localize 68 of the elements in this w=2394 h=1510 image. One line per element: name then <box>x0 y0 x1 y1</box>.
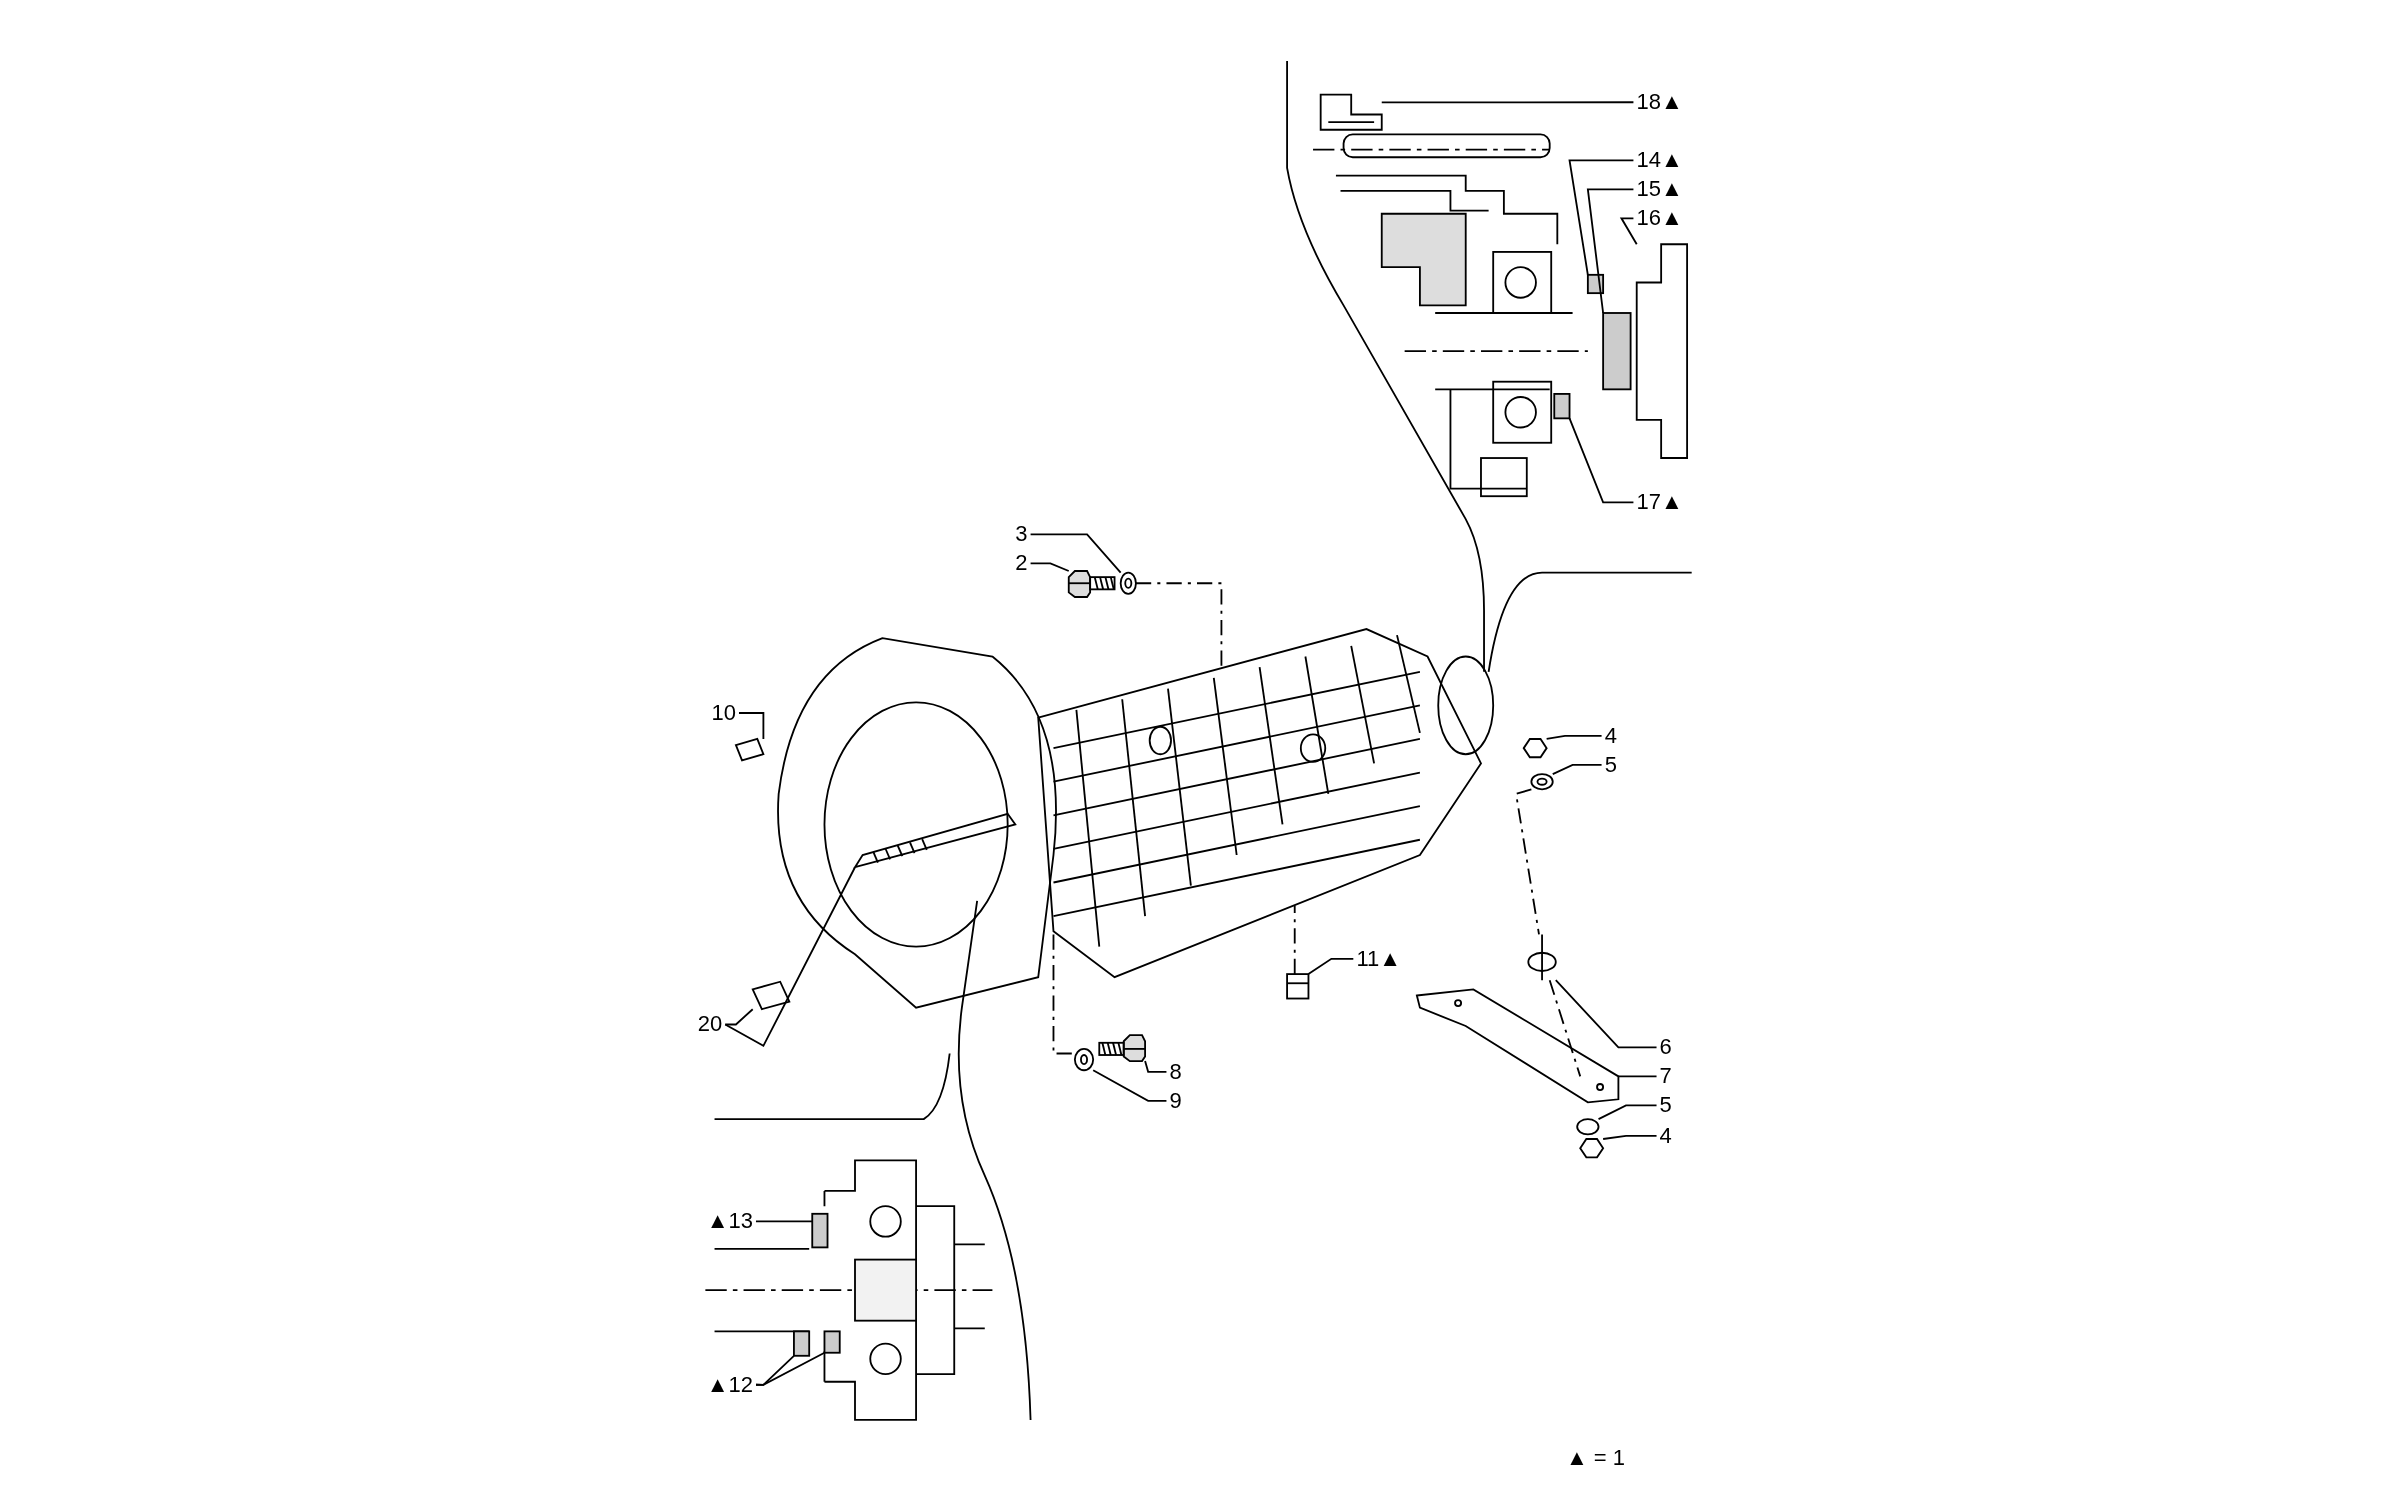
leader-line <box>1029 562 1070 572</box>
leader-line <box>724 1008 754 1026</box>
callout-number: 16▲ <box>1636 207 1683 230</box>
callout-number: 10 <box>711 702 736 724</box>
callout-number: 9 <box>1169 1089 1182 1112</box>
leader-line <box>1554 979 1658 1049</box>
nut-icon <box>1522 738 1548 759</box>
callout-number: 18▲ <box>1636 91 1683 114</box>
leader-line <box>1568 417 1635 504</box>
rubber-mount-icon <box>1527 933 1557 982</box>
assembly-line <box>1135 582 1223 669</box>
leader-line <box>1144 1060 1168 1073</box>
leader-line <box>1602 1135 1658 1140</box>
leader-line <box>755 1220 814 1223</box>
gearbox-drawing <box>777 628 1495 1009</box>
stud-drawing <box>1319 93 1383 131</box>
callout-number: 20 <box>697 1013 723 1036</box>
support-bracket-drawing <box>1415 988 1620 1104</box>
callout-number: ▲13 <box>706 1210 753 1233</box>
leader-line <box>1551 764 1603 775</box>
callout-number: 17▲ <box>1636 491 1683 514</box>
callout-number: 4 <box>1659 1124 1672 1147</box>
leader-line <box>1586 188 1635 314</box>
washer-icon <box>1119 571 1137 595</box>
leader-line <box>1307 957 1355 975</box>
input-shaft-drawing <box>853 812 1017 869</box>
callout-number: 5 <box>1659 1094 1672 1117</box>
leader-line <box>724 866 856 1048</box>
washer-icon <box>1530 773 1554 791</box>
callout-number: 6 <box>1659 1036 1672 1059</box>
callout-number: 4 <box>1604 724 1617 747</box>
callout-number: 2 <box>1015 552 1028 575</box>
quantity-note: ▲ = 1 <box>1565 1447 1626 1470</box>
leader-line <box>1597 1104 1658 1121</box>
callout-number: 7 <box>1659 1065 1672 1088</box>
bush-icon <box>734 737 765 762</box>
washer-icon <box>1073 1048 1095 1072</box>
bolt-icon <box>1067 570 1116 598</box>
flange-drawing <box>1635 243 1688 459</box>
leader-line <box>1568 159 1635 276</box>
leader-line <box>1380 101 1635 104</box>
callout-number: 3 <box>1015 523 1028 546</box>
leader-line <box>1092 1069 1168 1102</box>
leader-line <box>755 1351 826 1386</box>
leader-line <box>738 712 765 740</box>
callout-number: 14▲ <box>1636 149 1683 172</box>
callout-number: 11▲ <box>1356 947 1401 970</box>
leader-line <box>1617 1075 1658 1078</box>
plug-icon <box>1286 973 1310 1000</box>
callout-number: 15▲ <box>1636 178 1683 201</box>
callout-number: 8 <box>1169 1060 1182 1083</box>
assembly-line <box>1515 788 1540 936</box>
seal-ring <box>823 1330 841 1354</box>
assembly-line <box>1548 979 1582 1078</box>
assembly-line <box>1293 904 1296 975</box>
callout-number: ▲12 <box>706 1373 753 1396</box>
seal-ring <box>793 1330 811 1357</box>
bush-icon <box>751 980 791 1011</box>
bearing-ring <box>1602 312 1632 391</box>
seal-ring <box>1553 393 1571 420</box>
washer-icon <box>1576 1118 1600 1136</box>
leader-line <box>1029 533 1122 574</box>
nut-icon <box>1579 1138 1605 1159</box>
leader-line <box>1619 217 1638 246</box>
bolt-icon <box>1098 1034 1146 1063</box>
callout-number: 5 <box>1604 753 1617 776</box>
leader-line <box>1545 735 1603 740</box>
seal-ring <box>811 1212 829 1249</box>
